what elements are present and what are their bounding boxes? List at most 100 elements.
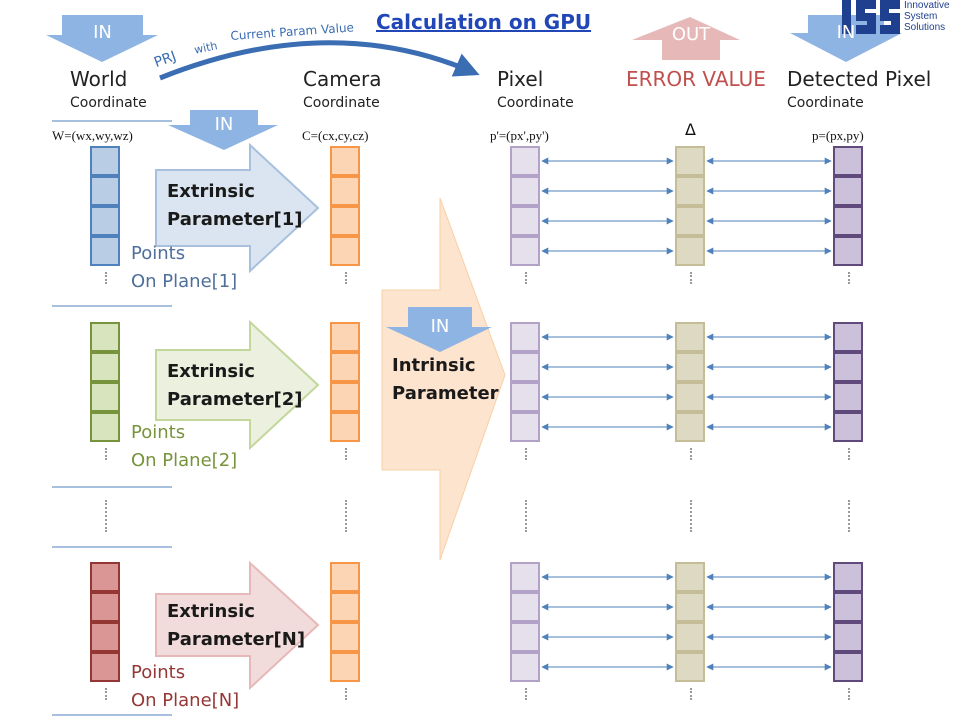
error-ellipsis: [690, 448, 694, 460]
pixel-cell: [510, 176, 540, 206]
world-gap-ellipsis: [105, 500, 109, 532]
detected-ellipsis: [848, 448, 852, 460]
pixel-cell: [510, 352, 540, 382]
extrinsic-label-1-line2: Parameter[1]: [167, 209, 303, 230]
detected-gap-ellipsis: [848, 500, 852, 532]
in-label-world: IN: [93, 22, 112, 43]
camera-ellipsis: [345, 272, 349, 284]
projection-curve-arrow: [159, 40, 480, 81]
world-formula: W=(wx,wy,wz): [52, 128, 133, 143]
camera-ellipsis: [345, 688, 349, 700]
camera-cell: [330, 146, 360, 176]
pixel-cell: [510, 622, 540, 652]
detected-title: Detected Pixel: [787, 67, 932, 91]
extrinsic-label-2: Extrinsic Parameter[2]: [167, 358, 303, 414]
detected-ellipsis: [848, 272, 852, 284]
error-cell: [675, 176, 705, 206]
points-label-1: Points On Plane[1]: [131, 240, 237, 296]
error-cell: [675, 562, 705, 592]
logo-line-3: Solutions: [904, 22, 946, 33]
pixel-cell: [510, 562, 540, 592]
extrinsic-label-1-line1: Extrinsic: [167, 181, 255, 202]
camera-cell: [330, 412, 360, 442]
camera-cell: [330, 206, 360, 236]
world-cell: [90, 206, 120, 236]
detected-ellipsis: [848, 688, 852, 700]
camera-ellipsis: [345, 448, 349, 460]
camera-cell: [330, 382, 360, 412]
world-title: World: [70, 67, 128, 91]
world-cell: [90, 592, 120, 622]
iss-logo-mark: [842, 0, 900, 34]
error-ellipsis: [690, 272, 694, 284]
points-label-2-line2: On Plane[2]: [131, 450, 238, 471]
camera-cell: [330, 236, 360, 266]
error-cell: [675, 382, 705, 412]
error-cell: [675, 652, 705, 682]
iss-logo-text: Innovative System Solutions: [904, 0, 950, 33]
detected-cell: [833, 352, 863, 382]
world-ellipsis: [105, 448, 109, 460]
pixel-ellipsis: [525, 688, 529, 700]
points-label-n: Points On Plane[N]: [131, 659, 239, 715]
error-cell: [675, 622, 705, 652]
error-gap-ellipsis: [690, 500, 694, 532]
world-cell: [90, 176, 120, 206]
pixel-cell: [510, 652, 540, 682]
in-label-intrinsic: IN: [430, 316, 450, 337]
extrinsic-label-n-line2: Parameter[N]: [167, 629, 306, 650]
world-ellipsis: [105, 688, 109, 700]
world-cell: [90, 322, 120, 352]
pixel-cell: [510, 146, 540, 176]
world-subtitle: Coordinate: [70, 95, 147, 111]
camera-cell: [330, 322, 360, 352]
error-cell: [675, 206, 705, 236]
world-cell: [90, 146, 120, 176]
delta-symbol: Δ: [685, 120, 696, 139]
error-cell: [675, 412, 705, 442]
correspondence-arrows: [541, 157, 832, 671]
points-label-n-line2: On Plane[N]: [131, 690, 240, 711]
error-cell: [675, 322, 705, 352]
camera-formula: C=(cx,cy,cz): [302, 128, 369, 143]
camera-gap-ellipsis: [345, 500, 349, 532]
pixel-ellipsis: [525, 272, 529, 284]
out-label-error: OUT: [671, 24, 711, 45]
extrinsic-label-n: Extrinsic Parameter[N]: [167, 598, 305, 654]
detected-cell: [833, 146, 863, 176]
pixel-title: Pixel: [497, 67, 544, 91]
extrinsic-label-n-line1: Extrinsic: [167, 601, 255, 622]
world-cell: [90, 562, 120, 592]
camera-cell: [330, 176, 360, 206]
points-label-1-line1: Points: [131, 243, 186, 264]
in-arrow-world: [46, 15, 158, 62]
world-cell: [90, 412, 120, 442]
camera-cell: [330, 562, 360, 592]
in-arrow-extrinsic: [168, 110, 278, 150]
extrinsic-label-2-line1: Extrinsic: [167, 361, 255, 382]
detected-formula: p=(px,py): [812, 128, 864, 143]
pixel-cell: [510, 322, 540, 352]
pixel-cell: [510, 236, 540, 266]
points-label-n-line1: Points: [131, 662, 186, 683]
intrinsic-parameter-arrow: [381, 197, 506, 561]
camera-title: Camera: [303, 67, 382, 91]
detected-cell: [833, 592, 863, 622]
pixel-ellipsis: [525, 448, 529, 460]
detected-subtitle: Coordinate: [787, 95, 864, 111]
world-cell: [90, 236, 120, 266]
error-cell: [675, 146, 705, 176]
points-label-2-line1: Points: [131, 422, 186, 443]
extrinsic-label-2-line2: Parameter[2]: [167, 389, 303, 410]
in-label-detected: IN: [836, 22, 856, 43]
intrinsic-label: Intrinsic Parameter: [392, 352, 499, 408]
extrinsic-arrow-2: [155, 319, 320, 451]
detected-cell: [833, 652, 863, 682]
extrinsic-label-1: Extrinsic Parameter[1]: [167, 178, 303, 234]
detected-cell: [833, 206, 863, 236]
pixel-cell: [510, 592, 540, 622]
in-arrow-intrinsic: [386, 307, 492, 352]
world-cell: [90, 652, 120, 682]
error-cell: [675, 352, 705, 382]
